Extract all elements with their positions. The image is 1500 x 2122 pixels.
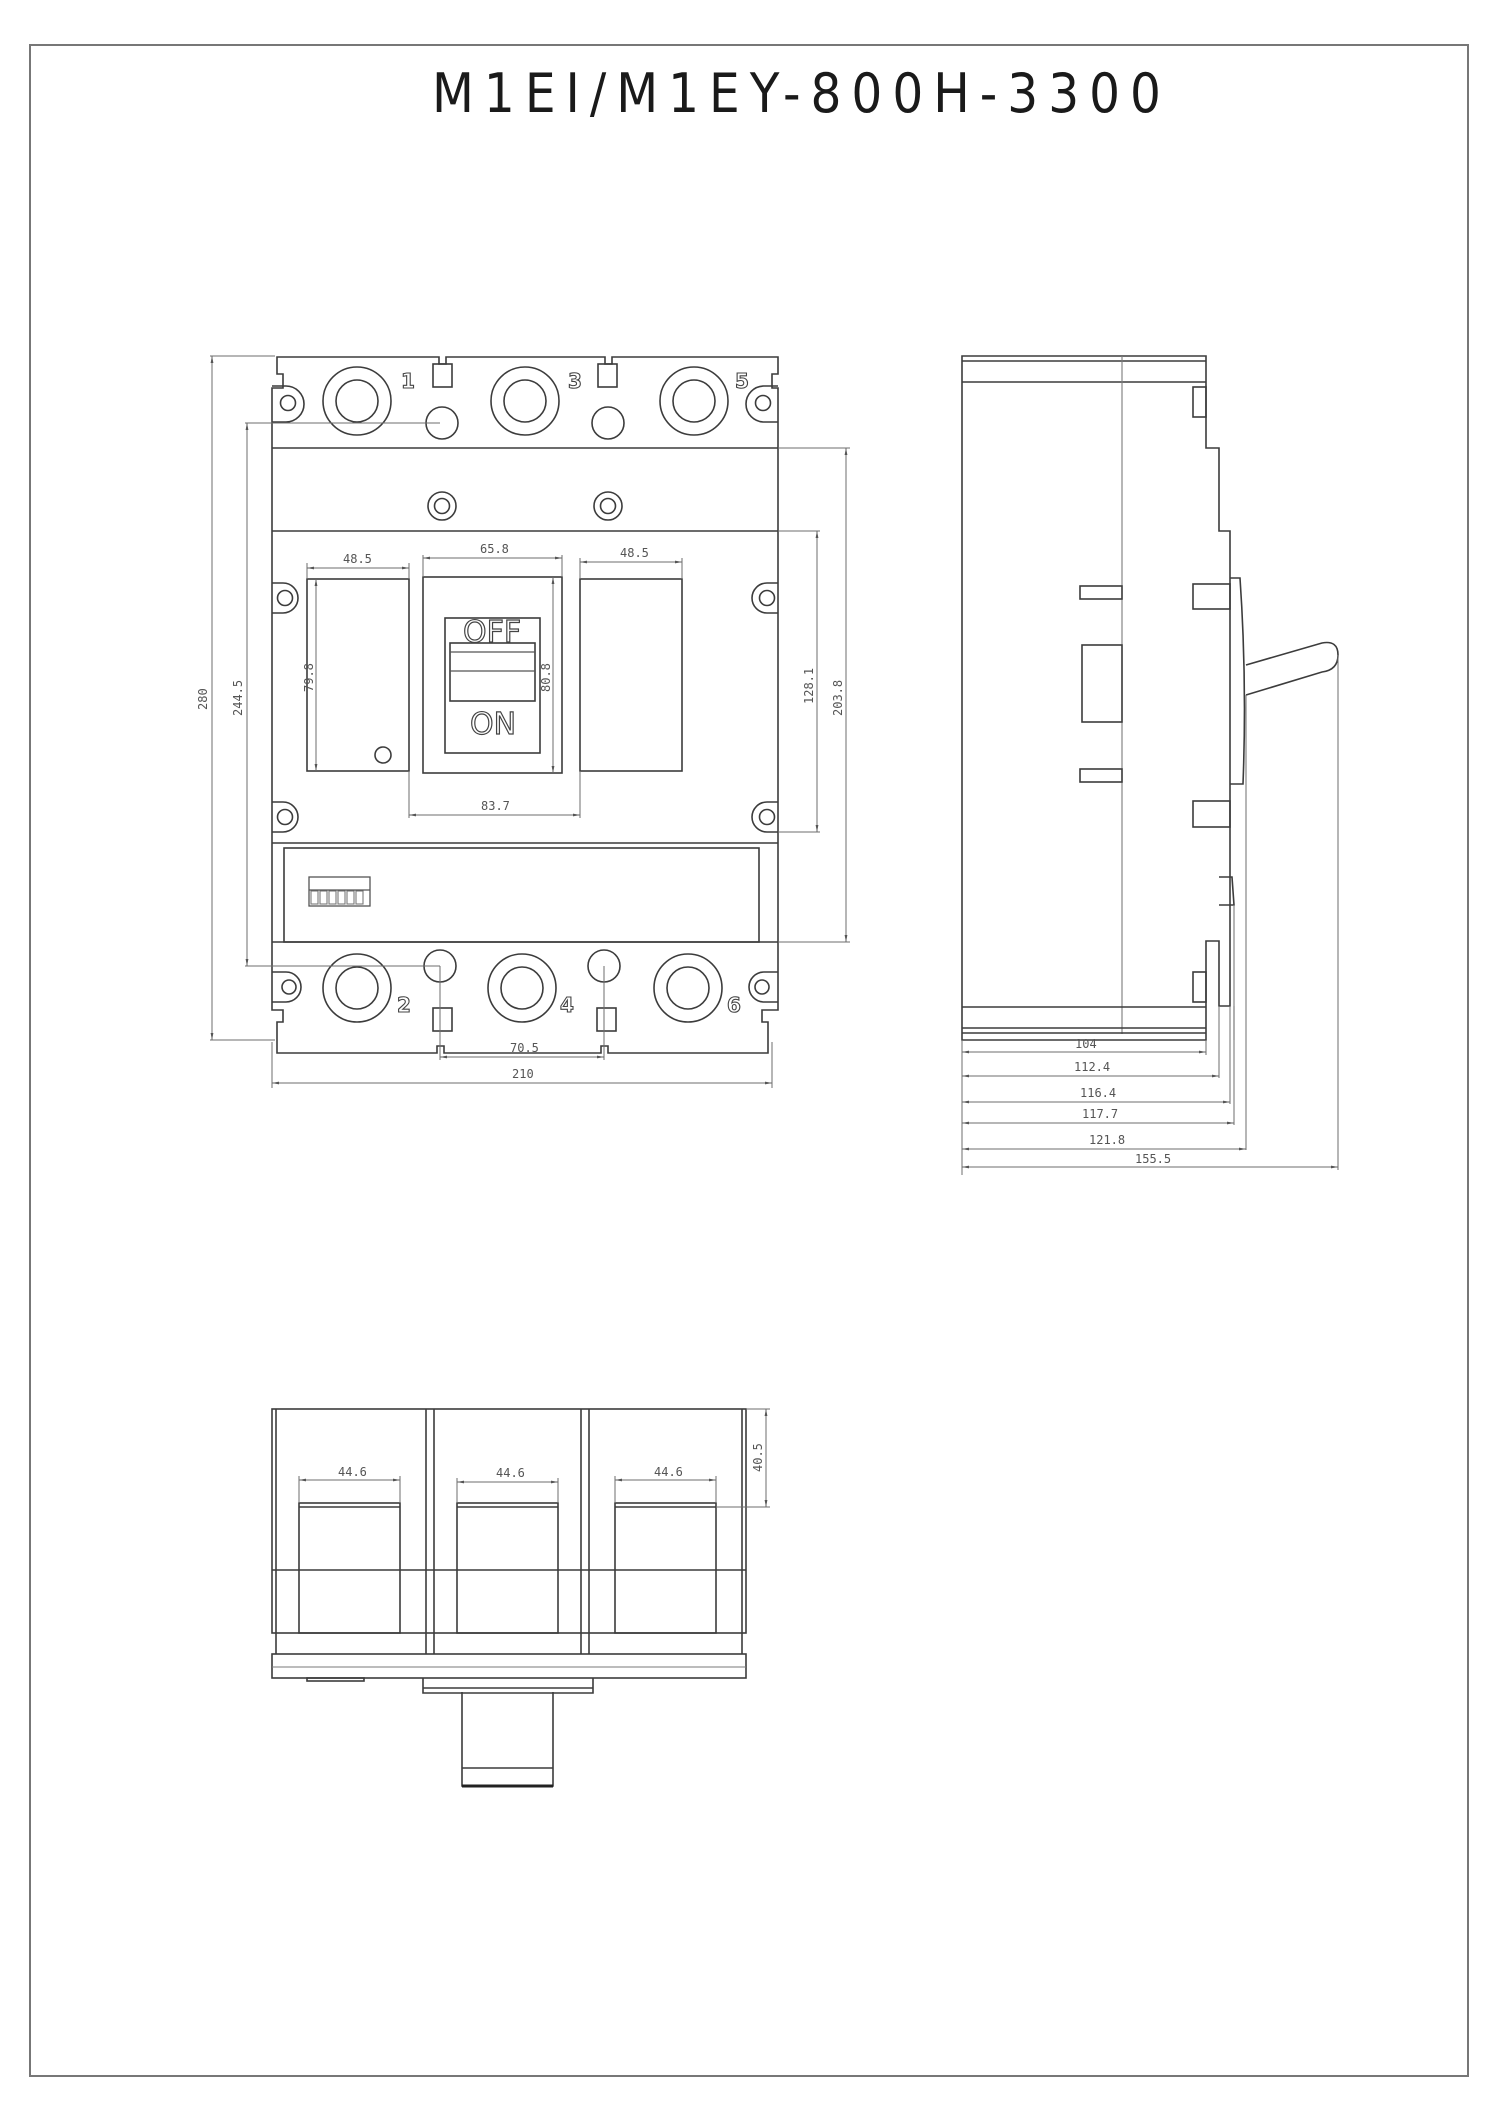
page-border (29, 44, 1469, 2077)
dim-slot-1-width: 44.6 (338, 1465, 367, 1479)
terminal-label-5: 5 (735, 369, 749, 393)
terminal-top-1 (322, 366, 392, 436)
bottom-view: 44.6 44.6 44.6 40.5 (271, 1408, 770, 1788)
switch-label-off: OFF (463, 615, 521, 650)
dim-slot-2-width: 44.6 (496, 1466, 525, 1480)
dim-depth-112: 112.4 (1074, 1060, 1110, 1074)
window-right (579, 578, 683, 772)
terminal-bottom-2 (322, 953, 392, 1023)
dim-window-left-width: 48.5 (343, 552, 372, 566)
dim-height-203: 203.8 (831, 680, 845, 716)
terminal-label-3: 3 (568, 369, 582, 393)
terminal-bottom-6 (653, 953, 723, 1023)
switch-label-on: ON (470, 707, 516, 742)
dim-height-128: 128.1 (802, 668, 816, 704)
bottom-slot-3 (614, 1502, 717, 1634)
dim-window-center-height: 80.8 (539, 663, 553, 692)
dim-slot-depth: 40.5 (751, 1443, 765, 1472)
side-view: 104 112.4 116.4 117.7 121.8 155.5 (961, 355, 1339, 1175)
bottom-slot-2 (456, 1502, 559, 1634)
terminal-label-6: 6 (727, 993, 741, 1017)
dip-switch (308, 876, 371, 907)
dim-window-right-width: 48.5 (620, 546, 649, 560)
dim-window-center-width: 65.8 (480, 542, 509, 556)
dim-depth-117: 117.7 (1082, 1107, 1118, 1121)
dim-depth-121: 121.8 (1089, 1133, 1125, 1147)
terminal-label-4: 4 (560, 993, 574, 1017)
bottom-slot-1 (298, 1502, 401, 1634)
toggle-switch: OFF ON (444, 614, 541, 754)
dim-depth-116: 116.4 (1080, 1086, 1116, 1100)
window-center (422, 576, 563, 774)
dim-depth-104: 104 (1075, 1037, 1097, 1051)
drawing-title: M1EI/M1EY-800H-3300 (432, 62, 1171, 125)
terminal-bottom-4 (487, 953, 557, 1023)
dim-depth-155: 155.5 (1135, 1152, 1171, 1166)
dim-slot-3-width: 44.6 (654, 1465, 683, 1479)
terminal-label-2: 2 (397, 993, 411, 1017)
dim-center-span: 83.7 (481, 799, 510, 813)
dim-window-left-height: 79.8 (302, 663, 316, 692)
dim-mount-hole-height: 244.5 (231, 680, 245, 716)
terminal-top-3 (490, 366, 560, 436)
window-left (306, 578, 410, 772)
terminal-top-5 (659, 366, 729, 436)
dim-terminal-pitch: 70.5 (510, 1041, 539, 1055)
terminal-label-1: 1 (401, 369, 415, 393)
dim-overall-width: 210 (512, 1067, 534, 1081)
trip-unit-panel (283, 847, 760, 943)
dim-overall-height: 280 (196, 688, 210, 710)
front-view: 1 3 5 OFF ON (196, 355, 850, 1088)
